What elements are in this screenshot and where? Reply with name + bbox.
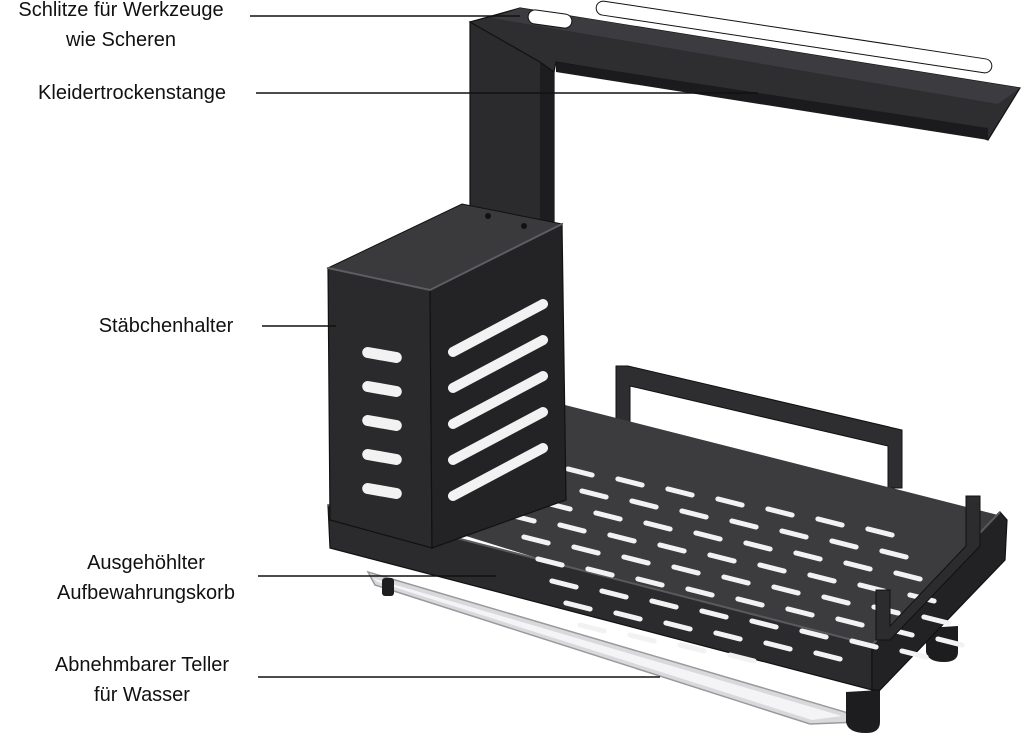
callout-towel-bar: Kleidertrockenstange — [14, 78, 250, 108]
floor-slot — [799, 628, 829, 640]
leader-lines — [250, 15, 758, 678]
floor-slot — [643, 520, 673, 532]
floor-slot — [721, 574, 751, 586]
callout-water-tray: Abnehmbarer Teller für Wasser — [30, 650, 254, 710]
floor-slot — [657, 542, 687, 554]
floor-slot — [679, 508, 709, 520]
holder-slot — [362, 346, 402, 364]
floor-slot — [549, 578, 579, 590]
holder-slots-front — [362, 346, 402, 500]
floor-slot — [921, 614, 951, 626]
feet — [382, 578, 958, 733]
floor-slot — [729, 518, 759, 530]
floor-slot — [671, 564, 701, 576]
floor-slot — [849, 638, 879, 650]
floor-slot — [635, 576, 665, 588]
floor-slot — [579, 488, 609, 500]
floor-slot — [649, 598, 679, 610]
floor-slot — [843, 560, 873, 572]
floor-slot — [663, 620, 693, 632]
holder-slot — [362, 414, 402, 432]
callout-storage-basket-line1: Ausgehöhlter — [87, 552, 205, 574]
chopstick-holder-illustration — [326, 203, 567, 549]
floor-slot — [613, 610, 643, 622]
holder-slot — [447, 407, 549, 465]
side-handle — [875, 495, 981, 641]
holder-slot — [447, 299, 549, 357]
floor-slot — [735, 596, 765, 608]
floor-slot — [707, 552, 737, 564]
holder-slot — [362, 380, 402, 398]
holder-slot — [362, 482, 402, 500]
floor-slot — [621, 554, 651, 566]
floor-slot — [593, 510, 623, 522]
holder-slot — [447, 335, 549, 393]
floor-slot — [615, 476, 645, 488]
floor-slot — [879, 548, 909, 560]
holder-slot — [362, 448, 402, 466]
floor-slot — [757, 562, 787, 574]
floor-slot — [785, 606, 815, 618]
callout-towel-bar-line1: Kleidertrockenstange — [38, 82, 226, 104]
floor-slot — [771, 584, 801, 596]
floor-slot — [563, 600, 593, 612]
tool-slot-small — [527, 9, 573, 29]
floor-slot — [815, 516, 845, 528]
floor-slot — [793, 550, 823, 562]
floor-slot — [765, 506, 795, 518]
floor-slot — [685, 586, 715, 598]
floor-slot — [821, 594, 851, 606]
floor-slot — [763, 640, 793, 652]
callout-water-tray-line1: Abnehmbarer Teller — [54, 654, 230, 676]
floor-slot — [893, 570, 923, 582]
callout-chopstick-holder: Stäbchenhalter — [74, 311, 258, 341]
floor-slot — [677, 642, 707, 654]
water-tray-illustration — [366, 570, 863, 725]
floor-slot — [899, 648, 929, 660]
floor-slot — [599, 588, 629, 600]
floor-slot — [627, 632, 657, 644]
floor-slot — [727, 652, 757, 664]
floor-slot — [585, 566, 615, 578]
floor-slot — [749, 618, 779, 630]
holder-slot — [447, 371, 549, 429]
callout-storage-basket-line2: Aufbewahrungskorb — [57, 582, 235, 604]
floor-slot — [607, 532, 637, 544]
floor-slot — [535, 556, 565, 568]
callout-tool-slots-line1: Schlitze für Werkzeuge — [18, 0, 224, 21]
floor-slot — [829, 538, 859, 550]
holder-slots-side — [447, 299, 549, 501]
callout-tool-slots-line2: wie Scheren — [65, 29, 177, 51]
callout-storage-basket: Ausgehöhlter Aufbewahrungskorb — [40, 548, 252, 608]
floor-slot — [571, 544, 601, 556]
floor-slot — [935, 636, 965, 648]
callout-chopstick-holder-line1: Stäbchenhalter — [98, 315, 234, 337]
towel-bar-stand — [468, 0, 1021, 226]
callout-water-tray-line2: für Wasser — [94, 684, 190, 706]
floor-slot — [577, 622, 607, 634]
floor-slot — [865, 526, 895, 538]
floor-slot — [565, 466, 595, 478]
floor-slot — [699, 608, 729, 620]
floor-slot — [713, 630, 743, 642]
floor-slot — [629, 498, 659, 510]
floor-slot — [743, 540, 773, 552]
floor-slot — [715, 496, 745, 508]
floor-slot — [835, 616, 865, 628]
callout-tool-slots: Schlitze für Werkzeuge wie Scheren — [0, 0, 242, 55]
floor-slot — [779, 528, 809, 540]
floor-slot — [521, 534, 551, 546]
holder-slot — [447, 443, 549, 501]
floor-slot — [693, 530, 723, 542]
tool-slot-long — [595, 0, 993, 74]
floor-slot — [557, 522, 587, 534]
floor-slot — [813, 650, 843, 662]
floor-slot — [807, 572, 837, 584]
floor-slot — [665, 486, 695, 498]
